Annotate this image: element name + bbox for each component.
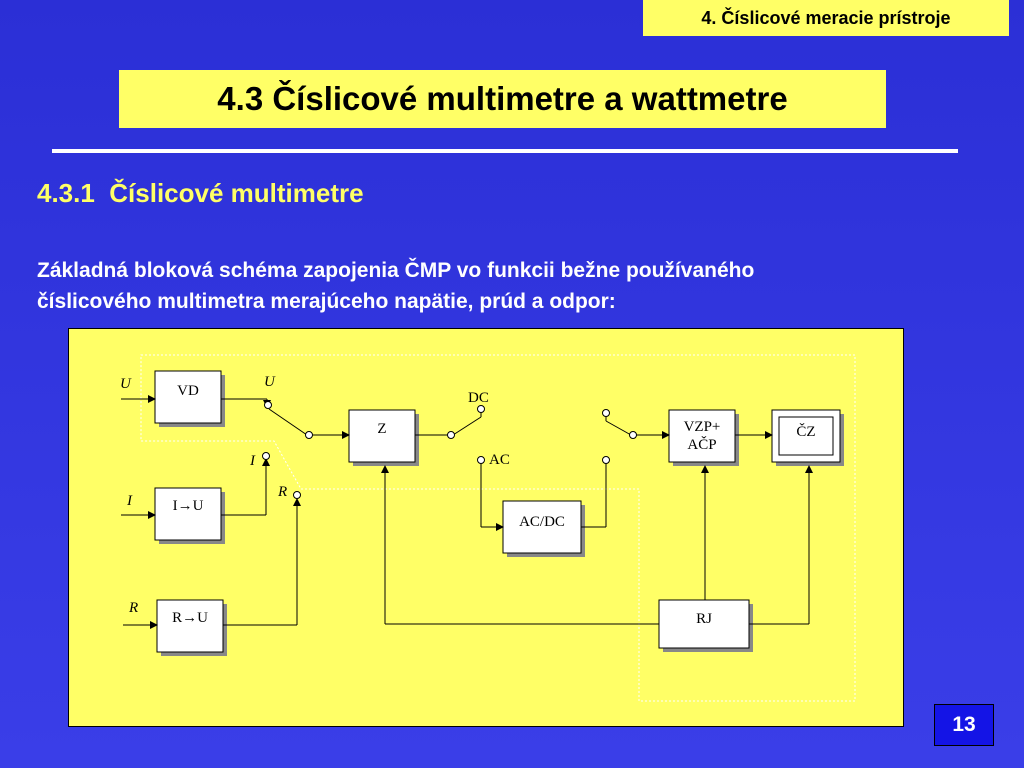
block-cz xyxy=(771,409,841,463)
block-iu xyxy=(154,487,222,541)
terminals xyxy=(262,401,637,499)
page-title: 4.3 Číslicové multimetre a wattmetre xyxy=(119,70,886,128)
chapter-tag: 4. Číslicové meracie prístroje xyxy=(643,0,1009,36)
u-switch-label: U xyxy=(264,374,276,390)
block-acdc xyxy=(502,500,582,554)
vzp-label-1: VZP+ xyxy=(684,419,721,435)
block-vd xyxy=(154,370,222,424)
vzp-label-2: AČP xyxy=(687,436,716,453)
acdc-label: AC/DC xyxy=(519,514,565,530)
i-input-label: I xyxy=(126,493,133,509)
wires xyxy=(121,395,813,629)
blocks xyxy=(154,370,844,656)
dotted-regions xyxy=(140,354,856,702)
ac-label: AC xyxy=(489,452,510,468)
z-label: Z xyxy=(377,421,386,437)
rj-label: RJ xyxy=(696,611,712,627)
title-divider xyxy=(52,149,958,153)
i-switch-label: I xyxy=(249,453,256,469)
intro-text: Základná bloková schéma zapojenia ČMP vo… xyxy=(37,255,937,317)
dc-label: DC xyxy=(468,390,489,406)
u-input-label: U xyxy=(120,376,132,392)
page-number: 13 xyxy=(934,704,994,746)
block-diagram: VD I→U R→U Z AC/DC VZP+ AČP ČZ RJ U U I … xyxy=(68,328,904,727)
iu-label: I→U xyxy=(173,498,204,514)
intro-line-2: číslicového multimetra merajúceho napäti… xyxy=(37,290,616,313)
r-switch-label: R xyxy=(277,484,287,500)
block-z xyxy=(348,409,416,463)
vd-label: VD xyxy=(177,383,199,399)
r-input-label: R xyxy=(128,600,138,616)
block-cz-inner xyxy=(778,416,834,456)
intro-line-1: Základná bloková schéma zapojenia ČMP vo… xyxy=(37,259,755,282)
block-diagram-svg: VD I→U R→U Z AC/DC VZP+ AČP ČZ RJ U U I … xyxy=(120,354,856,702)
section-subtitle: 4.3.1 Číslicové multimetre xyxy=(37,178,364,208)
cz-label: ČZ xyxy=(796,423,815,440)
ru-label: R→U xyxy=(172,610,208,626)
block-vzp xyxy=(668,409,736,463)
block-ru xyxy=(156,599,224,653)
